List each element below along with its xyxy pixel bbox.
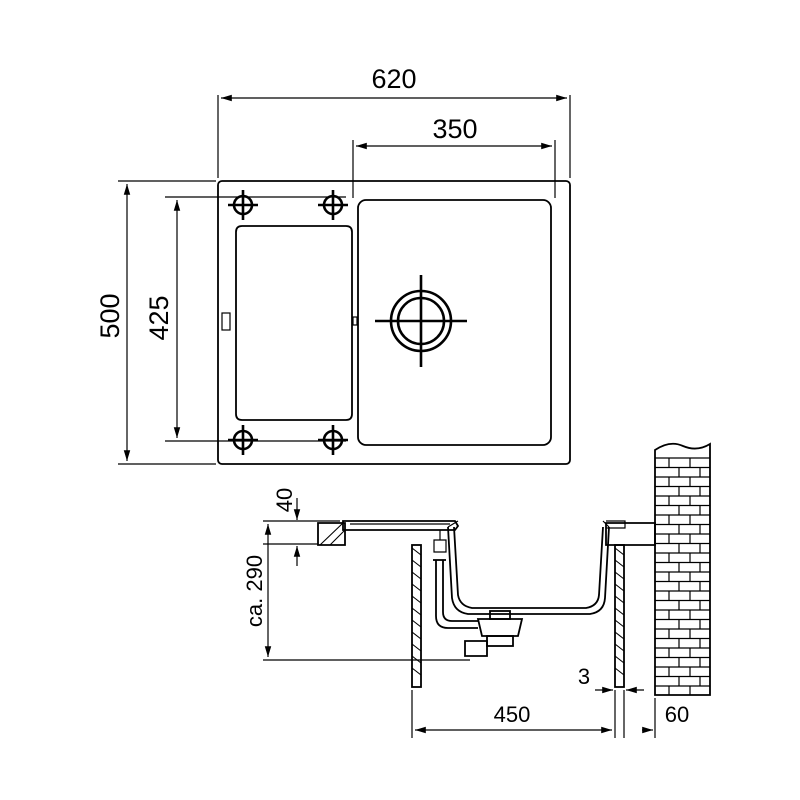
fixing-depth-label: 425 <box>144 295 174 340</box>
overflow-slot <box>221 312 231 331</box>
drain-trap <box>433 530 524 657</box>
fixing-clip-icon <box>228 190 258 220</box>
drain-icon <box>375 275 467 367</box>
countertop-right <box>605 522 656 546</box>
cabinet-right-panel <box>614 544 625 688</box>
countertop-left <box>317 522 346 546</box>
section-view: 40 ca. 290 450 3 60 <box>242 442 711 738</box>
sink-outline <box>217 180 571 465</box>
cabinet-left-panel <box>411 544 422 688</box>
drainboard-recess <box>235 225 353 421</box>
fixing-clip-icon <box>318 425 348 455</box>
gap-label: 3 <box>578 664 590 689</box>
bowl-section-outer <box>447 526 610 615</box>
top-view: 620 350 500 425 <box>95 64 571 465</box>
overall-width-label: 620 <box>371 64 416 94</box>
bowl-edge-mark <box>352 316 358 326</box>
bowl-section-inner <box>453 526 604 609</box>
cabinet-width-label: 450 <box>494 702 531 727</box>
brick-wall <box>654 442 711 696</box>
fixing-clip-icon <box>228 425 258 455</box>
wall-offset-label: 60 <box>665 702 689 727</box>
sink-rim <box>342 520 460 531</box>
overall-depth-label: 500 <box>95 293 125 338</box>
bowl-outline <box>357 199 552 446</box>
fixing-clip-icon <box>318 190 348 220</box>
bowl-depth-label: ca. 290 <box>242 555 267 627</box>
bowl-width-label: 350 <box>432 114 477 144</box>
rim-height-label: 40 <box>272 488 297 512</box>
